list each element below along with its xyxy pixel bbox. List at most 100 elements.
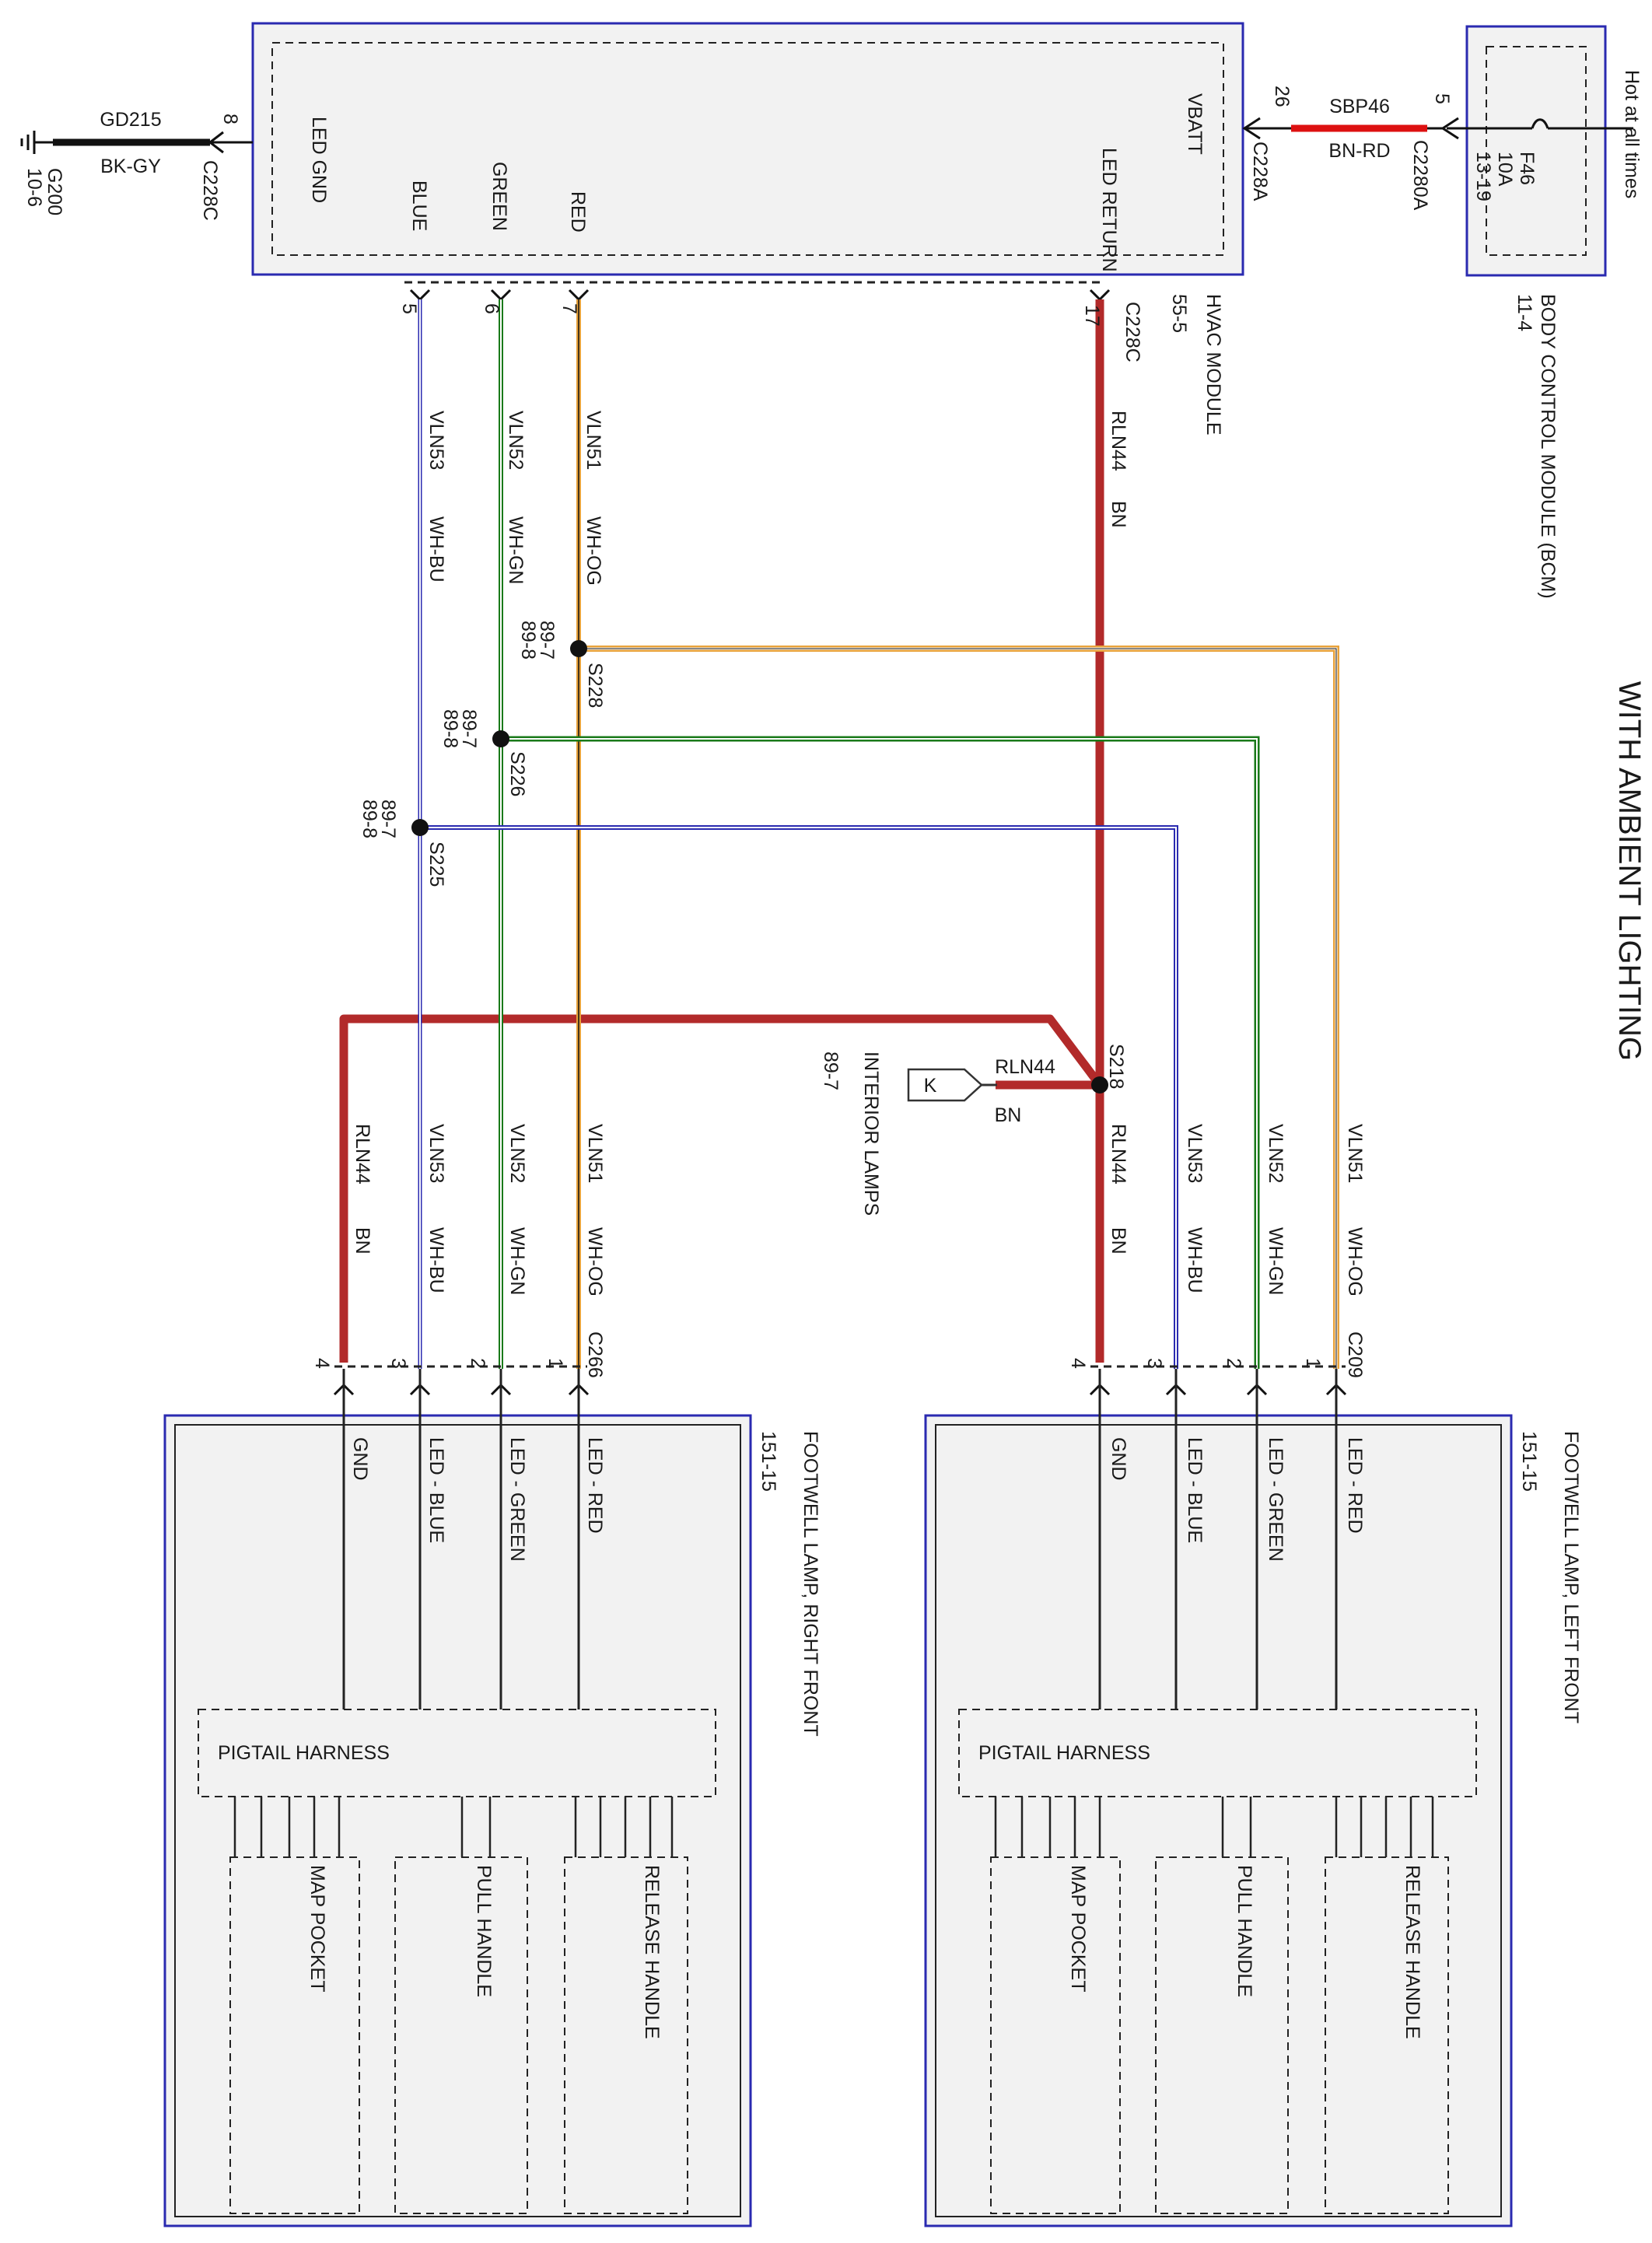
- splice-s225: [411, 819, 429, 836]
- wh-gn-upper-label: WH-GN: [505, 516, 527, 584]
- rln44-branch-label: RLN44: [995, 1056, 1055, 1078]
- wh-og-lower-left-label: WH-OG: [1344, 1227, 1366, 1296]
- bcm-name: BODY CONTROL MODULE (BCM): [1537, 294, 1559, 599]
- fuse-rating: 10A: [1494, 152, 1516, 187]
- pigtail-harness-left-box: [958, 1709, 1477, 1797]
- vln53-upper-label: VLN53: [425, 411, 447, 470]
- s225-ref-a: 89-7: [377, 800, 399, 838]
- wire-rln44: [339, 299, 1104, 1363]
- wh-bu-upper-label: WH-BU: [425, 516, 447, 583]
- green-label: GREEN: [488, 162, 510, 231]
- vbatt-connector: C228A: [1249, 142, 1271, 201]
- hvac-ref: 55-5: [1168, 294, 1190, 333]
- k-connector-label: K: [924, 1075, 937, 1097]
- c266-connector: C266: [584, 1331, 606, 1378]
- led-gnd-connector: C228C: [199, 160, 221, 221]
- led-gnd-pin: 8: [219, 114, 241, 124]
- vln52-upper-label: VLN52: [505, 411, 527, 470]
- fuse-icon: [1531, 118, 1549, 129]
- right-pigtail-harness: PIGTAIL HARNESS: [218, 1742, 390, 1764]
- c209-pin-3: 3: [1143, 1358, 1165, 1369]
- c266-pin-3: 3: [387, 1358, 409, 1369]
- blue-label: BLUE: [408, 180, 430, 231]
- led-return-pin: 17: [1081, 305, 1103, 327]
- right-lamp-ref: 151-15: [758, 1431, 779, 1492]
- left-lamp-led-blue: LED - BLUE: [1184, 1437, 1206, 1543]
- s218-label: S218: [1105, 1044, 1127, 1089]
- pigtail-harness-right-box: [198, 1709, 716, 1797]
- bn-lower-left-label: BN: [1108, 1227, 1129, 1254]
- red-label: RED: [567, 191, 589, 233]
- wh-gn-lower-right-label: WH-GN: [506, 1227, 528, 1295]
- g200-ref: 10-6: [23, 168, 45, 207]
- power-feed: [1242, 117, 1633, 140]
- right-sub-release-handle: RELEASE HANDLE: [641, 1865, 663, 2039]
- splice-s228: [570, 640, 587, 657]
- wire-vln51-branch: [579, 646, 1339, 1369]
- right-sub-map-pocket: MAP POCKET: [306, 1865, 328, 1992]
- vln51-upper-label: VLN51: [583, 411, 604, 470]
- right-lamp-led-red: LED - RED: [584, 1437, 606, 1534]
- sub-component-leads: [233, 1797, 1434, 1857]
- vln53-lower-left-label: VLN53: [1184, 1124, 1206, 1183]
- c266-pin-2: 2: [467, 1358, 488, 1369]
- s226-ref-a: 89-7: [458, 709, 480, 748]
- bn-rd-label: BN-RD: [1328, 140, 1390, 162]
- diagram-title: WITH AMBIENT LIGHTING: [1612, 681, 1647, 1061]
- interior-lamps-connector: [907, 1068, 997, 1102]
- vln51-lower-right-label: VLN51: [584, 1124, 606, 1183]
- bcm-ref: 11-4: [1514, 294, 1535, 331]
- c266-pin-1: 1: [544, 1358, 566, 1369]
- right-sub-pull-handle: PULL HANDLE: [473, 1865, 495, 1997]
- vln53-lower-right-label: VLN53: [425, 1124, 447, 1183]
- right-lamp-gnd: GND: [349, 1437, 371, 1481]
- sbp46-label: SBP46: [1329, 96, 1390, 117]
- s228-ref-a: 89-7: [536, 621, 558, 660]
- wh-gn-lower-left-label: WH-GN: [1265, 1227, 1286, 1295]
- s225-label: S225: [425, 842, 447, 887]
- splice-s218: [1091, 1076, 1108, 1094]
- ground-icon: [20, 131, 36, 154]
- vbatt-pin: 26: [1271, 86, 1293, 107]
- led-return-label: LED RETURN: [1098, 148, 1120, 272]
- c209-connector: C209: [1344, 1331, 1366, 1378]
- wh-bu-lower-left-label: WH-BU: [1184, 1227, 1206, 1293]
- g200-label: G200: [44, 168, 65, 215]
- blue-pin: 5: [398, 303, 420, 314]
- left-lamp-led-green: LED - GREEN: [1265, 1437, 1286, 1562]
- lamp-internal-leads: [342, 1369, 1338, 1709]
- bk-gy-label: BK-GY: [100, 156, 161, 177]
- splice-s226: [492, 730, 509, 747]
- hot-at-all-times-label: Hot at all times: [1621, 70, 1643, 198]
- connector-arrow-icon: [1242, 117, 1261, 140]
- right-lamp-name: FOOTWELL LAMP, RIGHT FRONT: [800, 1431, 821, 1737]
- c209-pin-4: 4: [1067, 1358, 1089, 1369]
- s226-label: S226: [506, 751, 528, 796]
- rln44-upper-label: RLN44: [1108, 411, 1129, 471]
- vln51-lower-left-label: VLN51: [1344, 1124, 1366, 1183]
- c209-pin-2: 2: [1223, 1358, 1244, 1369]
- wh-bu-lower-right-label: WH-BU: [425, 1227, 447, 1293]
- left-sub-map-pocket: MAP POCKET: [1067, 1865, 1089, 1992]
- s225-ref-b: 89-8: [359, 800, 380, 838]
- bn-upper-label: BN: [1108, 501, 1129, 528]
- splice-dots: [411, 640, 1108, 1094]
- bcm-module-box: [1465, 25, 1607, 277]
- bcm-connector: C2280A: [1409, 140, 1431, 211]
- green-pin: 6: [481, 303, 502, 314]
- left-sub-release-handle: RELEASE HANDLE: [1402, 1865, 1423, 2039]
- wh-og-lower-right-label: WH-OG: [584, 1227, 606, 1296]
- red-pin: 7: [558, 303, 580, 314]
- hvac-module-box: [251, 22, 1244, 276]
- fuse-ref: 13-19: [1472, 152, 1494, 201]
- bn-branch-label: BN: [995, 1104, 1022, 1126]
- interior-lamps-label: INTERIOR LAMPS: [860, 1052, 882, 1216]
- interior-lamps-ref: 89-7: [820, 1052, 842, 1090]
- c209-pin-1: 1: [1302, 1358, 1324, 1369]
- left-lamp-ref: 151-15: [1518, 1431, 1540, 1492]
- s228-ref-b: 89-8: [517, 621, 539, 660]
- vln52-lower-left-label: VLN52: [1265, 1124, 1286, 1183]
- led-gnd-label: LED GND: [308, 117, 330, 203]
- bcm-pin: 5: [1431, 93, 1453, 104]
